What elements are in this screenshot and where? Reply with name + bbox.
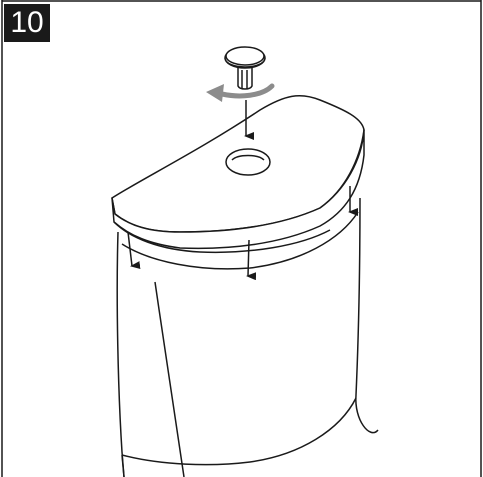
down-arrow-icon bbox=[127, 100, 358, 281]
lid-hole bbox=[225, 148, 271, 176]
rotate-arrow-icon bbox=[206, 83, 275, 102]
tank-body bbox=[116, 197, 379, 477]
flush-button bbox=[224, 46, 266, 90]
step-number-badge: 10 bbox=[4, 4, 50, 42]
